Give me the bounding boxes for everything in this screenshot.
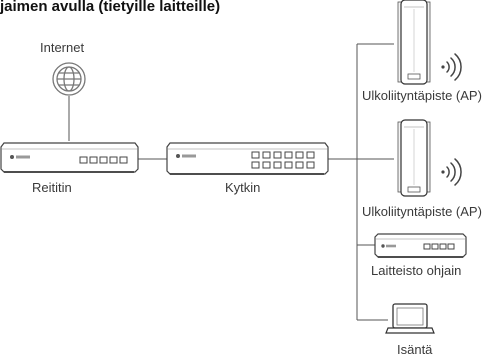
globe-icon bbox=[53, 63, 85, 95]
controller-icon bbox=[375, 234, 466, 257]
switch-icon bbox=[167, 143, 328, 174]
laptop-icon bbox=[386, 304, 434, 333]
access-point-1-label: Ulkoliityntäpiste (AP) bbox=[362, 88, 482, 103]
outdoor-access-point-icon bbox=[398, 120, 430, 196]
access-point-2-label: Ulkoliityntäpiste (AP) bbox=[362, 204, 482, 219]
outdoor-access-point-icon bbox=[398, 0, 430, 84]
controller-label: Laitteisto ohjain bbox=[371, 263, 461, 278]
wireless-signal-icon bbox=[441, 54, 461, 80]
router-label: Reititin bbox=[32, 180, 72, 195]
switch-label: Kytkin bbox=[225, 180, 260, 195]
wireless-signal-icon bbox=[441, 159, 461, 185]
router-icon bbox=[1, 143, 138, 172]
internet-label: Internet bbox=[40, 40, 84, 55]
host-label: Isäntä bbox=[397, 342, 432, 357]
